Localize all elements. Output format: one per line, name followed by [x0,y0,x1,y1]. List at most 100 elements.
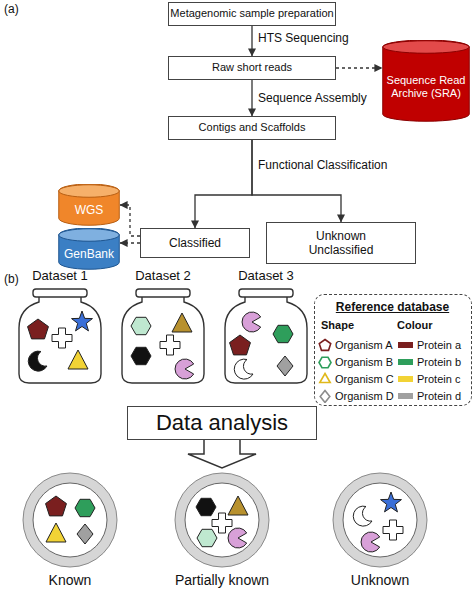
jar-body [19,296,101,383]
result-label: Known [0,572,140,588]
legend-text: Protein d [417,390,461,402]
cylinder-top [59,229,120,242]
edge-label: Sequence Assembly [258,91,367,105]
jar-body [122,296,204,383]
box-text: Classified [169,236,221,250]
jar-outline [221,288,311,385]
colour-swatch [398,359,413,365]
dataset-title: Dataset 2 [108,268,218,283]
legend-title: Reference database [315,300,470,314]
legend-text: Organism B [335,356,393,368]
dataset-title: Dataset 3 [211,268,321,283]
legend-item: Organism B [318,355,393,369]
shape-outline [319,340,330,351]
box-text: Raw short reads [212,61,292,74]
cylinder-top [383,41,470,54]
result-circle: Partially known [172,468,272,592]
shape-sample [318,355,332,369]
colour-swatch [398,376,413,382]
legend-text: Protein b [417,356,461,368]
outer-ring [23,473,117,567]
result-label: Partially known [152,572,292,588]
box-text: Contigs and Scaffolds [199,121,306,134]
connector-arrow [195,140,252,228]
inner-circle [185,483,259,557]
result-rings [330,468,430,572]
database-cylinder: GenBank [58,228,120,270]
legend-item: Protein b [398,355,461,369]
legend-item: Protein d [398,389,461,403]
cylinder-body [59,184,120,225]
cylinder-body [59,228,120,269]
dataset-title: Dataset 1 [5,268,115,283]
result-box: Classified [140,228,250,258]
analysis-box: Data analysis [127,406,317,440]
result-rings [20,468,120,572]
result-circle: Known [20,468,120,592]
result-box: Unknown Unclassified [266,222,416,264]
panel-label: (b) [4,272,19,286]
cylinder-top [59,185,120,198]
colour-swatch [398,342,413,348]
dataset-jar: Dataset 1 [15,268,105,385]
database-cylinder: Sequence Read Archive (SRA) [382,40,470,122]
legend-item: Organism D [318,389,394,403]
outer-ring [175,473,269,567]
box-text: Unknown Unclassified [301,229,381,258]
legend-column-heading: Shape [321,319,391,331]
jar-outline [15,288,105,385]
cylinder-label-area: GenBank [58,242,120,268]
inner-circle [343,483,417,557]
legend-text: Organism D [335,390,394,402]
database-label: GenBank [64,248,114,262]
process-box: Metagenomic sample preparation [168,2,336,26]
connector-arrow [251,26,252,56]
process-box: Raw short reads [168,56,336,80]
connector-arrow [336,67,382,68]
block-arrow [188,440,256,468]
process-box: Contigs and Scaffolds [168,116,336,140]
legend-column-heading: Colour [397,319,467,331]
legend-text: Organism C [335,373,394,385]
shape-sample [318,372,332,386]
legend-item: Organism C [318,372,394,386]
panel-label: (a) [4,2,19,16]
legend-text: Protein a [417,339,461,351]
box-text: Metagenomic sample preparation [170,7,333,20]
shape-sample [318,338,332,352]
legend-text: Protein c [417,373,460,385]
legend-text: Organism A [335,339,392,351]
jar-outline [118,288,208,385]
jar-body [225,296,307,383]
database-label: WGS [75,204,104,218]
dataset-jar: Dataset 3 [221,268,311,385]
jar-lid [33,289,87,297]
edge-label: Functional Classification [258,158,387,172]
legend-item: Protein c [398,372,460,386]
shape-sample [318,389,332,403]
cylinder-body [383,40,470,121]
legend-item: Protein a [398,338,461,352]
colour-swatch [398,393,413,399]
cylinder-label-area: Sequence Read Archive (SRA) [382,54,470,120]
shape-outline [320,374,330,383]
result-rings [172,468,272,572]
edge-label: HTS Sequencing [258,31,349,45]
shape-outline [320,391,330,403]
box-text: Data analysis [156,410,288,436]
dataset-jar: Dataset 2 [118,268,208,385]
inner-circle [33,483,107,557]
connector-arrow [120,242,140,243]
jar-lid [239,289,293,297]
result-label: Unknown [310,572,450,588]
shape-outline [319,357,331,367]
database-cylinder: WGS [58,184,120,226]
connector-arrow [251,80,252,116]
jar-lid [136,289,190,297]
connector-arrow [252,140,341,222]
result-circle: Unknown [330,468,430,592]
outer-ring [333,473,427,567]
legend-item: Organism A [318,338,392,352]
connector-arrow [120,205,140,236]
